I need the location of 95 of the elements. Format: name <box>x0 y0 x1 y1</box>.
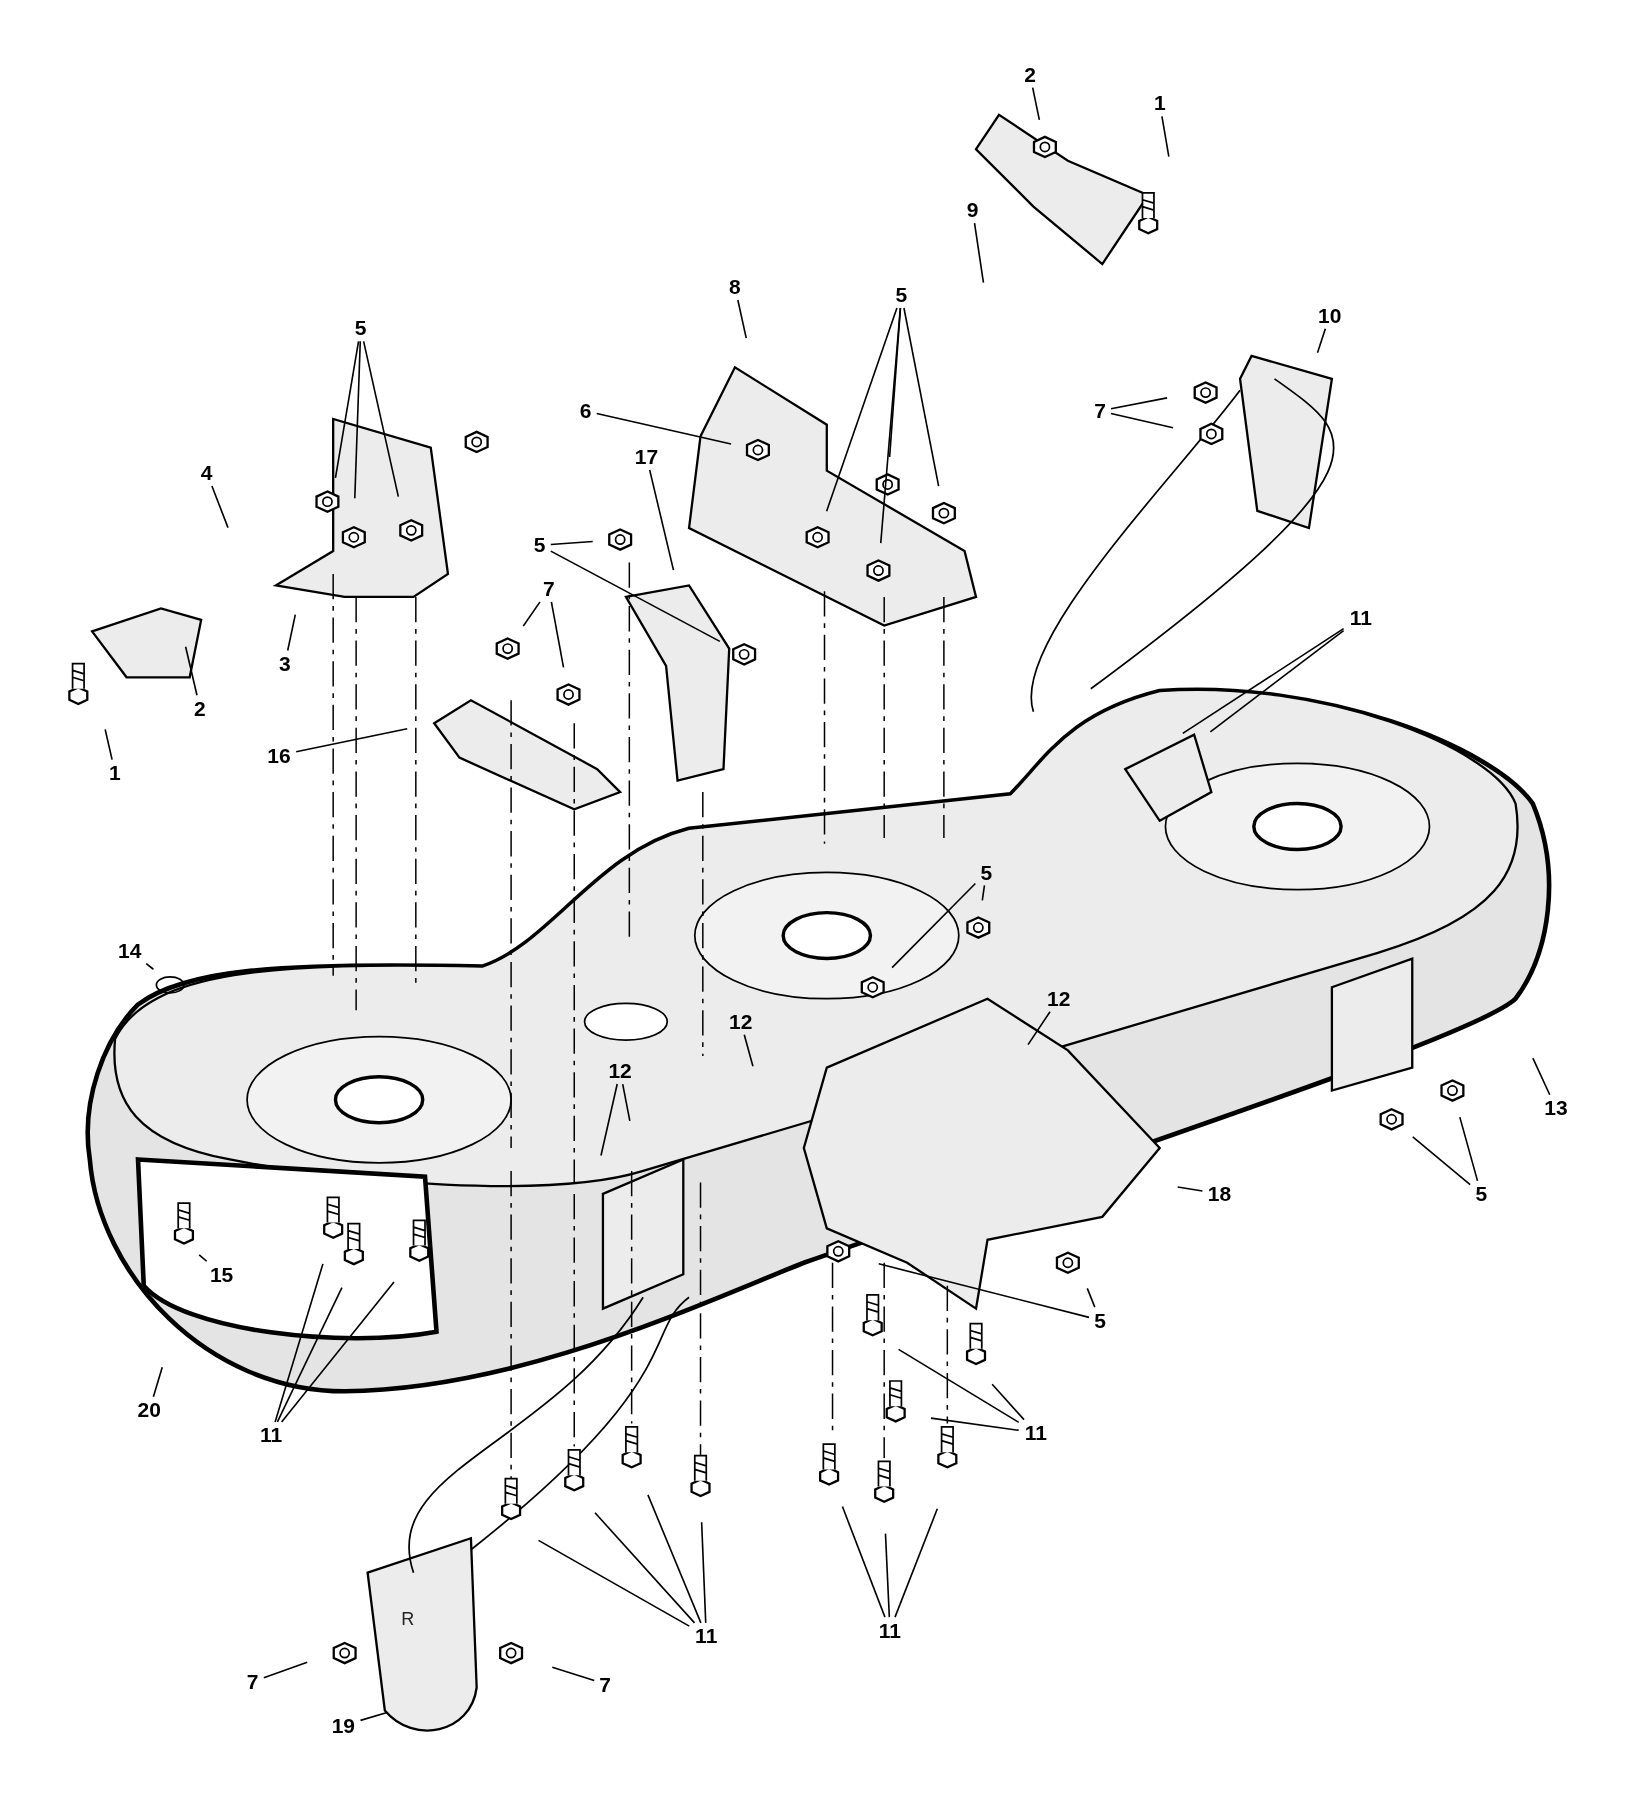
callout-number: 11 <box>875 1618 905 1643</box>
leader-line <box>991 1383 1025 1421</box>
leader-line <box>930 1417 1020 1432</box>
leader-line <box>621 1083 631 1122</box>
callout-number: 14 <box>115 938 145 963</box>
leader-line <box>1086 1287 1096 1308</box>
leader-line <box>550 540 594 546</box>
callout-number: 6 <box>576 399 595 424</box>
leader-line <box>903 307 940 487</box>
leader-line <box>1031 86 1041 121</box>
callout-number: 9 <box>963 198 982 223</box>
leader-line <box>104 728 113 761</box>
callout-number: 1 <box>106 760 124 785</box>
leader-line <box>648 469 675 571</box>
callout-number: 10 <box>1315 303 1345 328</box>
leader-line <box>737 299 748 339</box>
leader-line <box>825 307 898 512</box>
callout-number: 8 <box>726 275 744 300</box>
callout-number: 12 <box>1044 987 1074 1012</box>
leader-line <box>198 1254 208 1263</box>
leader-line <box>1176 1186 1204 1192</box>
leader-line <box>743 1033 754 1068</box>
leader-line <box>894 1508 939 1618</box>
leader-line <box>145 962 155 971</box>
leader-line <box>359 1711 388 1722</box>
leader-line <box>1316 327 1327 354</box>
leader-line <box>1532 1057 1551 1096</box>
callout-number: 3 <box>275 651 294 676</box>
callout-number: 5 <box>351 316 370 341</box>
leader-line <box>522 601 541 627</box>
callout-number: 13 <box>1541 1096 1571 1121</box>
leader-line <box>184 645 198 697</box>
leader-line <box>981 884 986 902</box>
leader-line <box>879 307 902 544</box>
leader-line <box>1027 1010 1051 1046</box>
callout-number: 5 <box>1472 1182 1491 1207</box>
leader-line <box>280 1281 395 1423</box>
callout-number: 4 <box>197 461 216 486</box>
callout-number: 5 <box>892 283 911 308</box>
leader-line <box>276 1286 343 1423</box>
leader-line <box>334 340 360 479</box>
callout-number: 2 <box>1021 62 1039 87</box>
callout-number: 11 <box>692 1624 721 1649</box>
leader-line <box>973 222 985 284</box>
leader-line <box>594 1511 696 1624</box>
stamped-letter: R <box>401 1608 415 1630</box>
callout-number: 17 <box>631 445 662 470</box>
leader-line <box>884 1532 891 1618</box>
callout-number: 2 <box>190 696 209 721</box>
callout-number: 5 <box>977 860 996 885</box>
leader-line <box>152 1366 164 1398</box>
leader-line <box>263 1661 309 1679</box>
callout-number: 12 <box>726 1010 756 1034</box>
leader-line <box>295 728 409 753</box>
leader-line <box>1161 115 1170 158</box>
callout-number: 12 <box>605 1059 635 1084</box>
callout-number: 7 <box>243 1670 262 1695</box>
leader-line <box>1110 412 1174 429</box>
callout-number: 15 <box>206 1262 237 1287</box>
leader-line <box>700 1521 707 1624</box>
leader-line <box>1459 1116 1479 1182</box>
leader-line <box>274 1263 324 1423</box>
callout-number: 5 <box>530 533 549 558</box>
callout-number: 7 <box>1091 399 1109 424</box>
leader-line <box>841 1505 886 1618</box>
leader-line <box>211 485 229 529</box>
callout-number: 7 <box>596 1672 614 1697</box>
leader-line <box>1411 1136 1471 1186</box>
callout-number: 7 <box>540 577 558 602</box>
leader-line <box>888 307 902 458</box>
leader-line <box>362 340 400 498</box>
callout-number: 19 <box>328 1713 358 1738</box>
callout-number: 16 <box>264 743 294 768</box>
leader-line <box>897 1348 1020 1424</box>
leader-line <box>1209 629 1345 733</box>
leader-line <box>550 550 721 643</box>
leader-line <box>1182 627 1345 735</box>
leader-line <box>595 412 732 445</box>
leader-line <box>600 1083 619 1157</box>
callout-number: 11 <box>1021 1421 1050 1446</box>
leader-line <box>550 601 565 669</box>
callout-number: 5 <box>1091 1308 1109 1333</box>
leader-line <box>1110 397 1168 410</box>
callout-number: 11 <box>256 1423 286 1448</box>
leader-line <box>286 613 297 652</box>
leader-line <box>551 1666 596 1682</box>
leader-line <box>877 1263 1090 1319</box>
callout-number: 20 <box>134 1398 164 1423</box>
leader-line <box>354 340 362 500</box>
leader-line <box>537 1539 691 1627</box>
leader-line <box>891 882 977 969</box>
callout-number: 18 <box>1204 1182 1235 1207</box>
callout-number: 11 <box>1346 605 1375 630</box>
callout-number: 1 <box>1150 91 1169 116</box>
leader-line <box>647 1494 702 1624</box>
